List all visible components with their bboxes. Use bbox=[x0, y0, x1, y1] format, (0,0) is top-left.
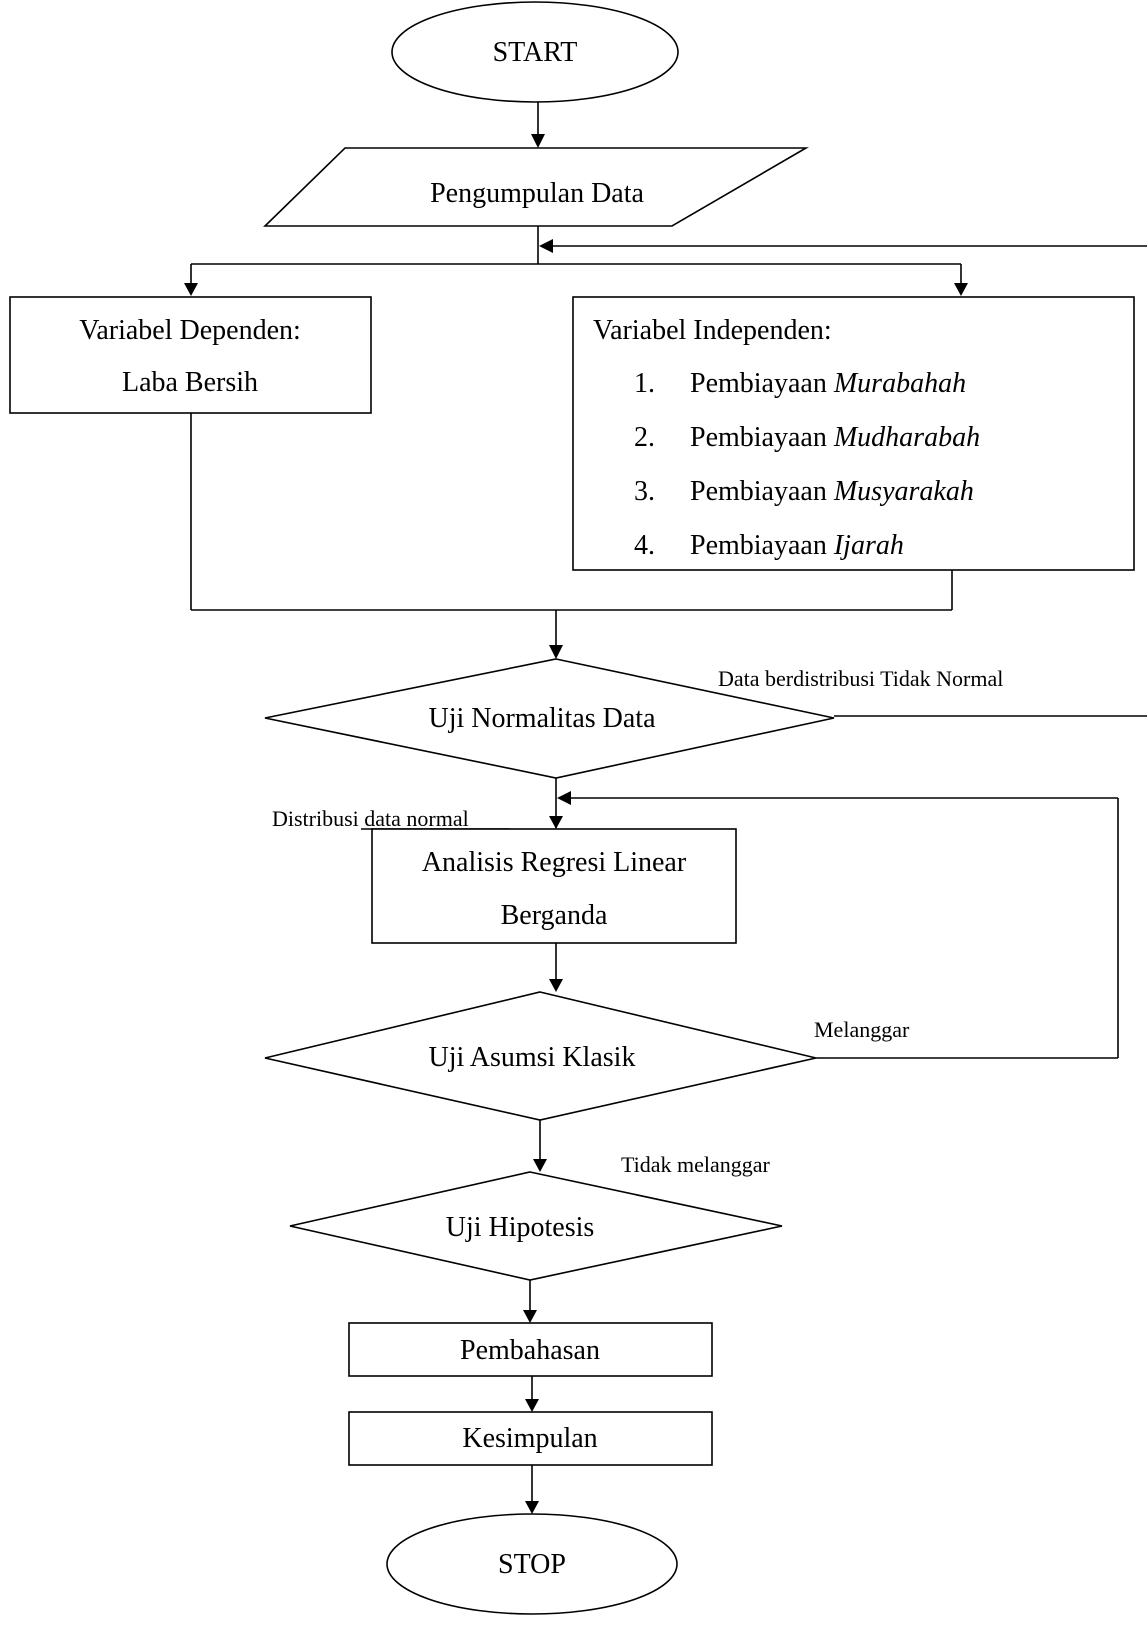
independent-item-term: Ijarah bbox=[833, 530, 904, 561]
arrowhead bbox=[525, 1501, 539, 1514]
independent-item-term: Murabahah bbox=[833, 368, 966, 399]
arrowhead bbox=[557, 791, 571, 805]
analisis-regresi-line1: Analisis Regresi Linear bbox=[422, 847, 687, 878]
variabel-dependen-box: Variabel Dependen: Laba Bersih bbox=[9, 296, 372, 414]
kesimpulan-label: Kesimpulan bbox=[462, 1423, 597, 1454]
analisis-regresi-line2: Berganda bbox=[501, 900, 608, 931]
edge-label-normal: Distribusi data normal bbox=[272, 806, 469, 831]
independent-item-term: Musyarakah bbox=[833, 476, 974, 507]
independent-item-prefix: Pembiayaan bbox=[690, 530, 834, 561]
arrowhead bbox=[533, 1159, 547, 1172]
independent-item-prefix: Pembiayaan bbox=[690, 476, 834, 507]
uji-hipotesis-decision: Uji Hipotesis bbox=[289, 1171, 783, 1281]
stop-terminal: STOP bbox=[386, 1513, 678, 1615]
variabel-dependen-value: Laba Bersih bbox=[122, 367, 258, 398]
pengumpulan-data-input: Pengumpulan Data bbox=[263, 147, 809, 227]
edge-label-tidak-melanggar: Tidak melanggar bbox=[621, 1152, 771, 1177]
start-label: START bbox=[493, 37, 578, 68]
uji-asumsi-decision: Uji Asumsi Klasik bbox=[264, 991, 817, 1121]
arrowhead bbox=[549, 979, 563, 992]
independent-item-term: Mudharabah bbox=[833, 422, 980, 453]
independent-item-number: 1. bbox=[634, 368, 655, 399]
variabel-independen-title: Variabel Independen: bbox=[593, 315, 832, 346]
arrowhead bbox=[525, 1399, 539, 1412]
independent-item-number: 3. bbox=[634, 476, 655, 507]
variabel-dependen-title: Variabel Dependen: bbox=[79, 315, 301, 346]
stop-label: STOP bbox=[498, 1549, 566, 1580]
uji-hipotesis-label: Uji Hipotesis bbox=[446, 1212, 595, 1243]
pengumpulan-data-label: Pengumpulan Data bbox=[430, 178, 644, 209]
independent-item-label: Pembiayaan Murabahah bbox=[690, 368, 966, 399]
analisis-regresi-box: Analisis Regresi Linear Berganda bbox=[371, 828, 737, 944]
arrowhead bbox=[549, 645, 563, 659]
pembahasan-box: Pembahasan bbox=[348, 1322, 713, 1377]
variabel-independen-box: Variabel Independen: 1. Pembiayaan Muraba… bbox=[572, 296, 1135, 571]
independent-item-number: 4. bbox=[634, 530, 655, 561]
independent-item-label: Pembiayaan Ijarah bbox=[690, 530, 904, 561]
start-terminal: START bbox=[391, 1, 679, 103]
kesimpulan-box: Kesimpulan bbox=[348, 1411, 713, 1466]
edge-label-tidak-normal: Data berdistribusi Tidak Normal bbox=[718, 666, 1003, 691]
arrowhead bbox=[954, 283, 968, 296]
arrowhead bbox=[539, 239, 553, 253]
independent-item-prefix: Pembiayaan bbox=[690, 422, 834, 453]
uji-normalitas-decision: Uji Normalitas Data bbox=[264, 658, 835, 779]
arrowhead bbox=[184, 283, 198, 296]
arrowhead bbox=[523, 1310, 537, 1323]
arrowhead bbox=[549, 816, 563, 829]
uji-asumsi-label: Uji Asumsi Klasik bbox=[429, 1042, 636, 1073]
independent-item-label: Pembiayaan Mudharabah bbox=[690, 422, 980, 453]
independent-item-number: 2. bbox=[634, 422, 655, 453]
independent-variable-list: 1. Pembiayaan Murabahah 2. Pembiayaan Mudha… bbox=[634, 368, 980, 561]
edge-label-melanggar: Melanggar bbox=[814, 1017, 910, 1042]
independent-item-prefix: Pembiayaan bbox=[690, 368, 834, 399]
arrowhead bbox=[531, 134, 545, 148]
independent-item-label: Pembiayaan Musyarakah bbox=[690, 476, 974, 507]
uji-normalitas-label: Uji Normalitas Data bbox=[428, 703, 656, 734]
pembahasan-label: Pembahasan bbox=[460, 1335, 600, 1366]
